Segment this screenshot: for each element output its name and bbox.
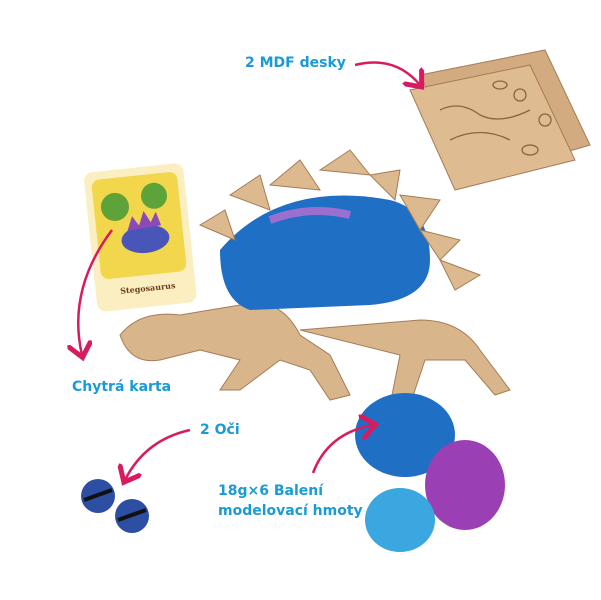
arrow-clay bbox=[311, 425, 373, 474]
eyes bbox=[81, 479, 149, 533]
label-clay-line2: modelovací hmoty bbox=[218, 503, 363, 519]
arrow-card bbox=[78, 229, 114, 355]
smart-card bbox=[84, 163, 197, 312]
label-mdf-boards: 2 MDF desky bbox=[245, 55, 346, 71]
modeling-clay bbox=[355, 393, 505, 552]
stegosaurus-model bbox=[119, 149, 511, 406]
mdf-boards bbox=[409, 49, 591, 191]
arrow-eyes bbox=[125, 428, 191, 480]
label-clay-line1: 18g×6 Balení bbox=[218, 483, 324, 499]
arrow-mdf bbox=[354, 61, 420, 86]
label-eyes: 2 Oči bbox=[200, 422, 240, 438]
label-smart-card: Chytrá karta bbox=[72, 379, 172, 395]
arrows bbox=[78, 61, 420, 481]
